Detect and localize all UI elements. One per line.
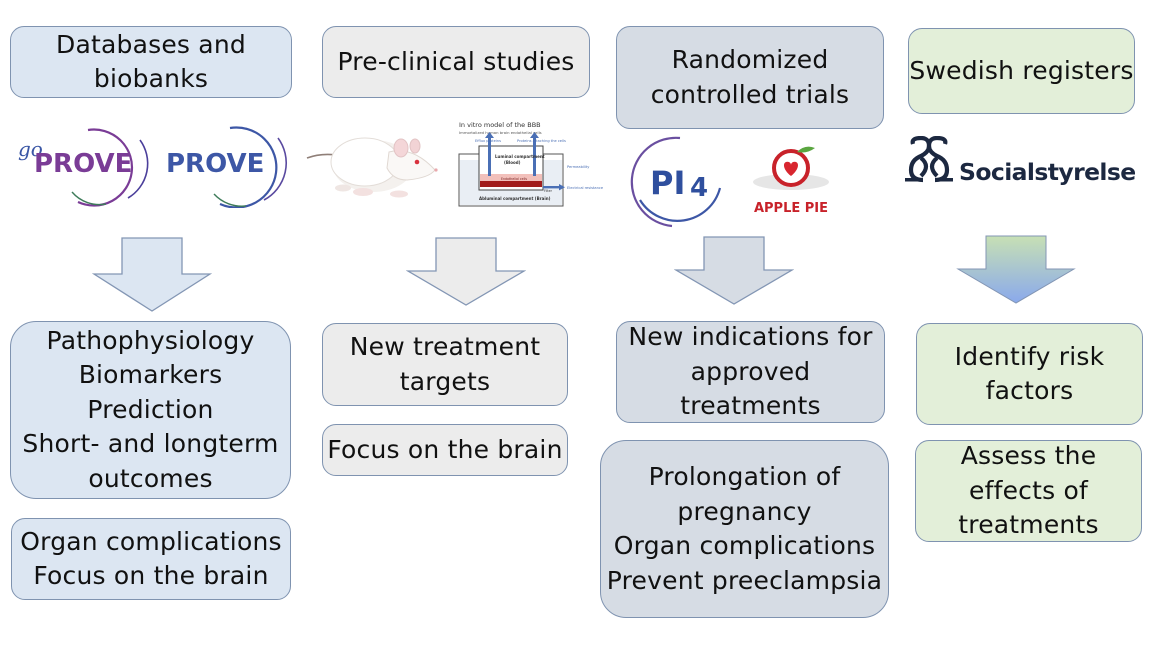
outcome-preclinical-focus-brain: Focus on the brain: [322, 424, 568, 476]
outcome-line: factors: [985, 376, 1074, 405]
header-preclinical-studies: Pre-clinical studies: [322, 26, 590, 98]
svg-text:(Blood): (Blood): [504, 160, 521, 165]
outcome-line: Organ complications: [20, 526, 282, 556]
outcome-line: Pathophysiology: [46, 325, 255, 355]
svg-text:Endothelial cells: Endothelial cells: [501, 177, 527, 181]
outcome-line: Assess the: [960, 441, 1097, 471]
svg-text:Electrical resistance: Electrical resistance: [567, 186, 604, 190]
svg-text:PROVE: PROVE: [34, 149, 132, 179]
outcome-line: outcomes: [88, 463, 213, 493]
bbb-model-diagram: In vitro model of the BBB Immortalized h…: [455, 118, 630, 210]
white-rat-image: [303, 124, 445, 206]
svg-text:APPLE PIE: APPLE PIE: [754, 201, 828, 216]
svg-text:Socialstyrelsen: Socialstyrelsen: [959, 158, 1135, 186]
pi4-logo: PI 4: [626, 134, 726, 230]
header-line: Databases and: [56, 29, 246, 59]
outcome-line: treatments: [680, 391, 821, 421]
svg-text:Luminal compartment: Luminal compartment: [495, 154, 545, 159]
outcome-preclinical-treatment-targets: New treatment targets: [322, 323, 568, 406]
svg-text:go: go: [18, 137, 43, 161]
socialstyrelsen-logo: Socialstyrelsen: [903, 135, 1152, 188]
header-line: Randomized: [671, 45, 829, 74]
outcome-line: Biomarkers: [78, 360, 223, 390]
outcome-rct-pregnancy: Prolongation of pregnancy Organ complica…: [600, 440, 889, 618]
apple-pie-logo: APPLE PIE: [745, 142, 840, 216]
outcome-line: pregnancy: [677, 496, 812, 526]
outcome-line: New treatment: [349, 332, 541, 361]
outcome-line: Prevent preeclampsia: [606, 565, 883, 595]
down-arrow-preclinical: [406, 237, 526, 306]
down-arrow-registers: [956, 235, 1076, 304]
svg-text:Efflux proteins: Efflux proteins: [475, 139, 501, 143]
outcome-databases-organ-complications: Organ complications Focus on the brain: [11, 518, 291, 600]
svg-text:Filter: Filter: [544, 189, 553, 193]
svg-text:Permeability: Permeability: [567, 165, 590, 169]
outcome-line: Organ complications: [613, 531, 876, 560]
outcome-line: Prediction: [87, 394, 214, 424]
outcome-line: Focus on the brain: [327, 434, 563, 464]
svg-text:Abluminal compartment (Brain): Abluminal compartment (Brain): [479, 196, 551, 201]
outcome-registers-risk-factors: Identify risk factors: [916, 323, 1143, 425]
prove-logo: PROVE: [160, 122, 290, 209]
outcome-rct-new-indications: New indications for approved treatments: [616, 321, 885, 423]
goprove-logo: go PROVE: [16, 122, 156, 208]
outcome-line: targets: [399, 366, 491, 396]
down-arrow-databases: [92, 237, 212, 312]
header-line: biobanks: [93, 64, 209, 93]
outcome-line: approved: [690, 356, 811, 386]
svg-text:Immortalized human brain endot: Immortalized human brain endothelial cel…: [459, 130, 542, 135]
outcome-databases-research-areas: Pathophysiology Biomarkers Prediction Sh…: [10, 321, 291, 499]
svg-text:Proteins attaching the cells: Proteins attaching the cells: [517, 139, 566, 143]
outcome-line: New indications for: [628, 322, 873, 352]
svg-text:In vitro model of the BBB: In vitro model of the BBB: [459, 121, 541, 129]
outcome-registers-assess-effects: Assess the effects of treatments: [915, 440, 1142, 542]
outcome-line: effects of: [969, 475, 1088, 505]
svg-text:PI: PI: [650, 164, 685, 202]
svg-text:PROVE: PROVE: [166, 149, 264, 179]
svg-text:4: 4: [690, 173, 708, 203]
header-randomized-controlled-trials: Randomized controlled trials: [616, 26, 884, 129]
header-line: Pre-clinical studies: [337, 46, 575, 76]
outcome-line: Short- and longterm: [22, 429, 279, 459]
header-databases-biobanks: Databases and biobanks: [10, 26, 292, 98]
outcome-line: Identify risk: [954, 341, 1105, 371]
header-swedish-registers: Swedish registers: [908, 28, 1135, 114]
outcome-line: Focus on the brain: [33, 561, 269, 590]
down-arrow-rct: [674, 236, 794, 305]
outcome-line: treatments: [958, 510, 1099, 540]
header-line: controlled trials: [650, 79, 850, 109]
header-line: Swedish registers: [909, 55, 1134, 85]
outcome-line: Prolongation of: [648, 462, 841, 491]
